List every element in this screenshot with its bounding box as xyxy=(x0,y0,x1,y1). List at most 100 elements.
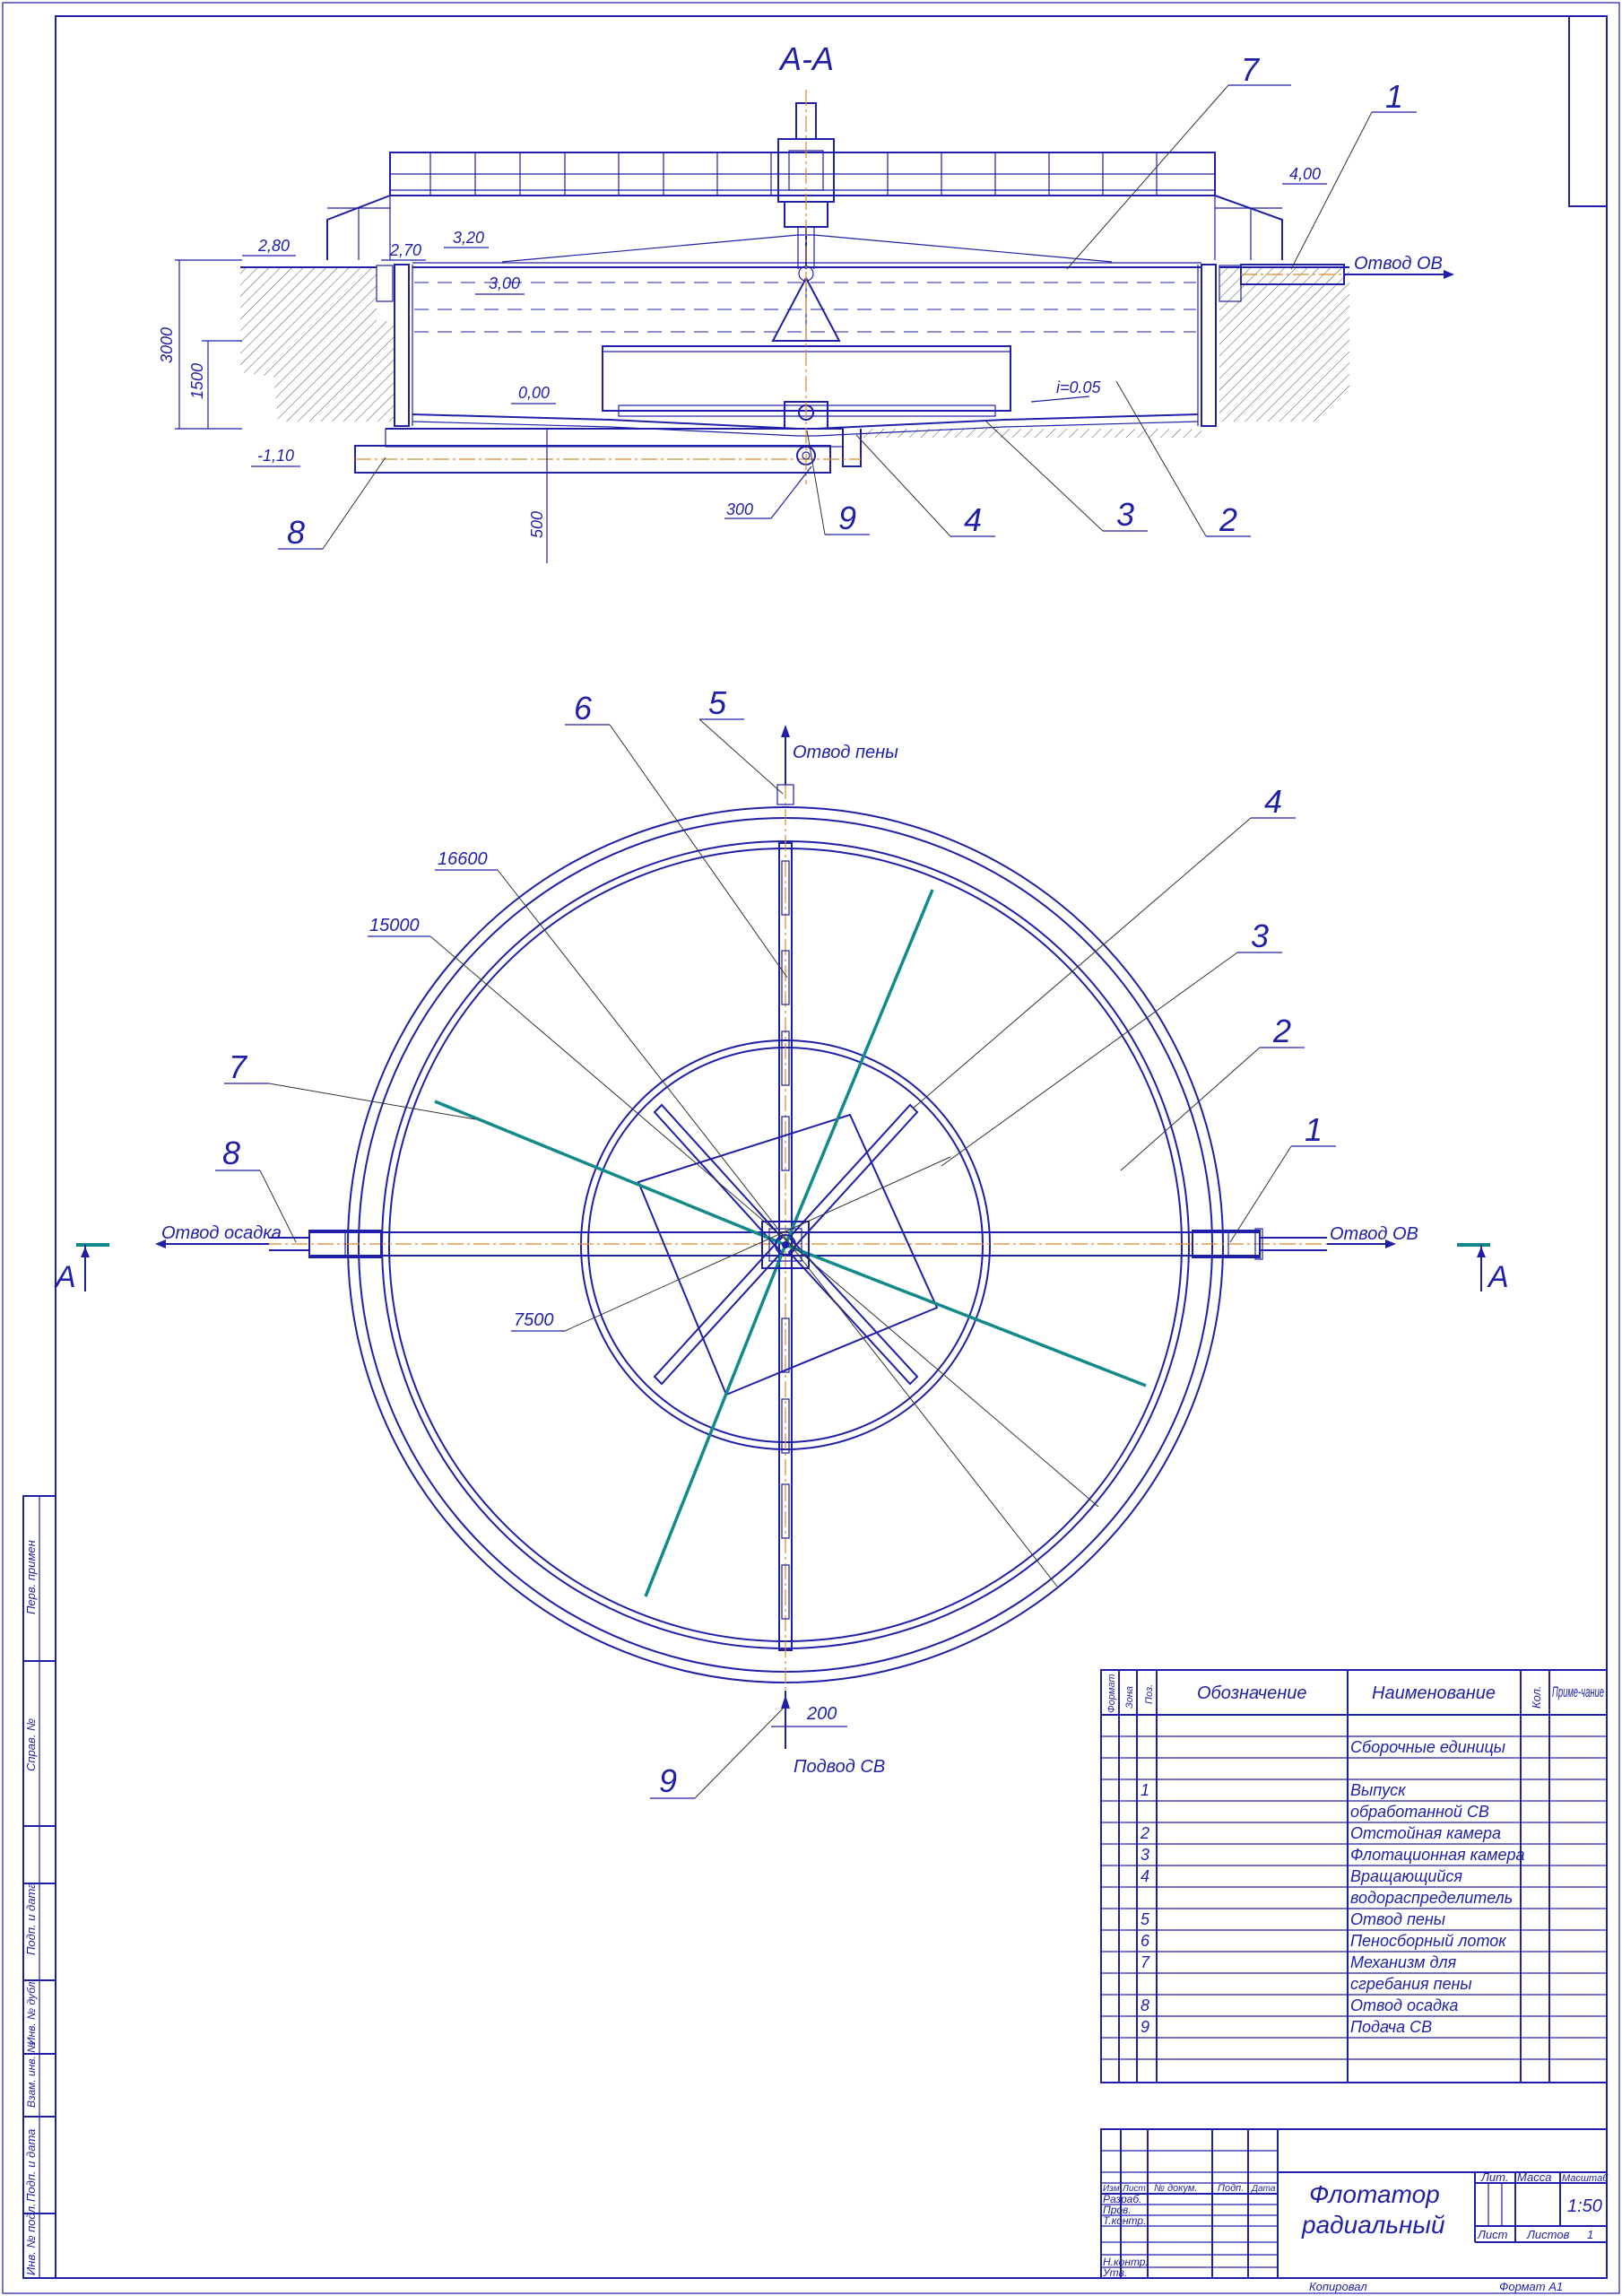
spec-header-note: Приме-чание xyxy=(1552,1683,1604,1700)
sludge-outlet-label: Отвод осадка xyxy=(161,1223,282,1243)
specification-table: Формат Зона Поз. Обозначение Наименовани… xyxy=(1100,1669,1608,2083)
spec-row-pos: 9 xyxy=(1141,2018,1149,2036)
spec-row-name: Отстойная камера xyxy=(1350,1824,1501,1842)
side-stamp-label-2: Подп. и дата xyxy=(24,1883,38,1955)
svg-text:А: А xyxy=(1487,1260,1509,1294)
plan-view: А А Отвод пены Отвод осадка Отвод ОВ Под… xyxy=(54,684,1509,1799)
spec-row-name: обработанной СВ xyxy=(1350,1803,1489,1821)
spec-header-zone: Зона xyxy=(1124,1686,1135,1709)
svg-text:1: 1 xyxy=(1305,1111,1323,1148)
spec-row-name: Вращающийся xyxy=(1350,1867,1462,1885)
svg-text:7: 7 xyxy=(1241,51,1261,88)
corner-stamp-box xyxy=(1568,15,1608,207)
svg-text:Н.контр.: Н.контр. xyxy=(1103,2256,1149,2268)
side-stamp-label-3: Инв. № дубл. xyxy=(25,1979,38,2045)
svg-text:500: 500 xyxy=(528,511,546,538)
svg-text:3: 3 xyxy=(1251,918,1269,954)
side-stamp-label-5: Подп. и дата xyxy=(24,2129,38,2202)
inner-frame xyxy=(55,15,1608,2279)
svg-text:3000: 3000 xyxy=(158,327,176,363)
svg-text:Изм.: Изм. xyxy=(1103,2184,1122,2194)
svg-text:9: 9 xyxy=(659,1762,677,1799)
treated-outlet-label: Отвод ОВ xyxy=(1330,1224,1418,1244)
svg-text:Листов: Листов xyxy=(1526,2228,1570,2241)
supply-label: Подвод СВ xyxy=(794,1757,885,1777)
svg-text:8: 8 xyxy=(287,514,305,551)
svg-text:Лист: Лист xyxy=(1477,2228,1508,2241)
section-mark-right: А xyxy=(1457,1243,1509,1294)
elevation-marks: 2,80 2,70 3,20 3,00 0,00 4,00 -1,10 i=0.… xyxy=(242,165,1327,467)
side-stamp-label-6: Инв. № подл. xyxy=(24,2203,38,2275)
svg-text:2: 2 xyxy=(1219,501,1237,538)
drawing-title-line2: радиальный xyxy=(1301,2211,1445,2239)
spec-row-pos: 2 xyxy=(1140,1824,1149,1842)
spec-row-pos: 4 xyxy=(1141,1867,1149,1885)
plan-diameters: 16600 15000 7500 200 xyxy=(368,849,1099,1727)
svg-text:2: 2 xyxy=(1272,1013,1291,1049)
side-stamp-label-1: Справ. № xyxy=(24,1718,38,1771)
svg-text:4: 4 xyxy=(964,501,982,538)
svg-text:4,00: 4,00 xyxy=(1289,165,1321,183)
section-a-a: А-А xyxy=(158,40,1454,563)
svg-text:А: А xyxy=(54,1260,76,1294)
side-stamp: Перв. примен Справ. № Подп. и дата Инв. … xyxy=(22,1495,56,2279)
spec-header-format: Формат xyxy=(1106,1674,1117,1713)
svg-text:1500: 1500 xyxy=(188,363,206,399)
spec-row-name: Сборочные единицы xyxy=(1350,1738,1505,1756)
section-title: А-А xyxy=(778,40,834,77)
spec-row-pos: 8 xyxy=(1141,1996,1149,2014)
svg-text:Формат А1: Формат А1 xyxy=(1499,2280,1563,2293)
svg-text:Масса: Масса xyxy=(1517,2170,1551,2184)
section-outlet-label: Отвод ОВ xyxy=(1354,254,1443,274)
side-stamp-label-0: Перв. примен xyxy=(24,1540,38,1614)
svg-text:Разраб.: Разраб. xyxy=(1103,2193,1141,2205)
svg-text:3: 3 xyxy=(1116,496,1134,533)
svg-text:3,20: 3,20 xyxy=(453,229,484,247)
drawing-title-line1: Флотатор xyxy=(1309,2180,1440,2208)
drawing-scale: 1:50 xyxy=(1567,2196,1602,2216)
svg-text:1: 1 xyxy=(1385,78,1403,115)
svg-text:300: 300 xyxy=(726,500,753,518)
plan-position-leaders: 5 6 4 3 2 1 7 8 9 xyxy=(215,684,1336,1799)
spec-row-name: Механизм для xyxy=(1350,1953,1457,1971)
spec-row-pos: 1 xyxy=(1141,1781,1149,1799)
svg-text:6: 6 xyxy=(574,690,593,726)
svg-text:Дата: Дата xyxy=(1251,2184,1276,2194)
spec-row-name: Отвод пены xyxy=(1350,1910,1445,1928)
spec-row-pos: 7 xyxy=(1141,1953,1150,1971)
spec-row-name: Подача СВ xyxy=(1350,2018,1432,2036)
spec-row-name: Отвод осадка xyxy=(1350,1996,1458,2014)
spec-row-name: Пеносборный лоток xyxy=(1350,1932,1507,1950)
section-mark-left: А xyxy=(54,1243,109,1294)
svg-text:7: 7 xyxy=(229,1048,248,1085)
svg-text:5: 5 xyxy=(708,684,727,721)
svg-text:0,00: 0,00 xyxy=(518,384,550,402)
svg-text:Лит.: Лит. xyxy=(1480,2170,1508,2184)
svg-text:Утв.: Утв. xyxy=(1102,2266,1127,2279)
svg-text:3,00: 3,00 xyxy=(489,274,520,292)
svg-text:4: 4 xyxy=(1264,783,1282,820)
spec-header-qty: Кол. xyxy=(1530,1685,1543,1709)
slope-label: i=0.05 xyxy=(1056,378,1102,396)
svg-text:Масштаб: Масштаб xyxy=(1562,2173,1609,2184)
svg-text:7500: 7500 xyxy=(514,1310,554,1330)
spec-rows: Сборочные единицы 1 Выпуск обработанной СВ 2… xyxy=(1140,1738,1525,2036)
svg-text:2,80: 2,80 xyxy=(257,237,290,255)
spec-row-pos: 6 xyxy=(1141,1932,1150,1950)
spec-row-name: сгребания пены xyxy=(1350,1975,1472,1993)
svg-text:Пров.: Пров. xyxy=(1103,2204,1132,2216)
side-stamp-label-4: Взам. инв. № xyxy=(25,2041,38,2108)
title-block: Изм. Лист № докум. Подп. Дата Разраб. Пр… xyxy=(1100,2128,1609,2293)
svg-text:8: 8 xyxy=(222,1135,240,1171)
spec-row-pos: 3 xyxy=(1141,1846,1149,1864)
svg-text:16600: 16600 xyxy=(438,849,488,869)
section-position-leaders: 7 1 2 3 4 9 8 xyxy=(278,51,1417,551)
spec-header-designation: Обозначение xyxy=(1197,1683,1307,1703)
svg-text:200: 200 xyxy=(806,1704,837,1724)
svg-text:9: 9 xyxy=(838,500,856,536)
svg-text:1: 1 xyxy=(1587,2228,1593,2241)
spec-row-name: Выпуск xyxy=(1350,1781,1407,1799)
svg-text:-1,10: -1,10 xyxy=(257,447,294,465)
